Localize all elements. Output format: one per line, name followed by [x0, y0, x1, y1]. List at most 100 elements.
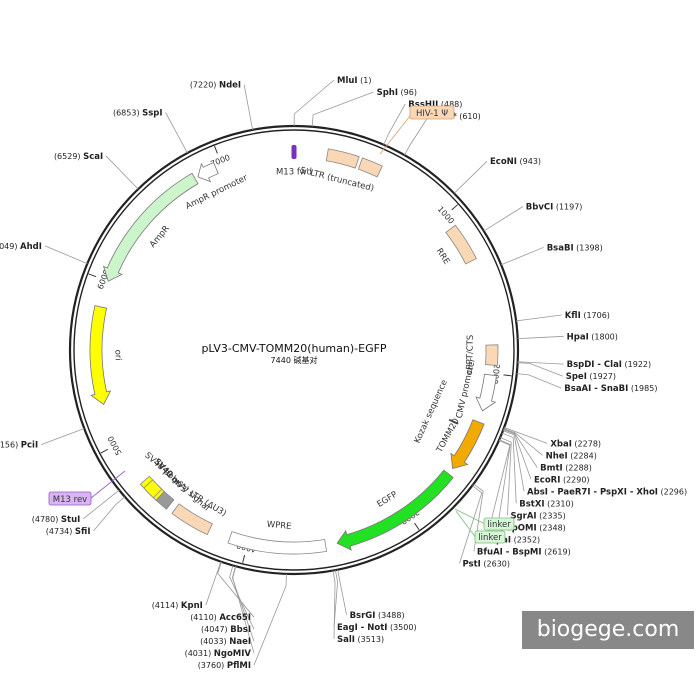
site-name: AbsI - PaeR7I - PspXI - XhoI [527, 487, 658, 497]
site-leader [243, 84, 254, 130]
site-name: BsaBI [547, 243, 574, 253]
tick-mark [451, 204, 459, 211]
site-leader [501, 246, 544, 266]
site-position: (4031) [185, 649, 214, 658]
feature-label-cppt-cts: cPPT/CTS [465, 335, 476, 375]
site-leader [497, 439, 511, 528]
site-leader [332, 570, 336, 639]
site-position: (1985) [628, 384, 657, 393]
site-label: AbsI - PaeR7I - PspXI - XhoI (2296) [527, 487, 687, 497]
site-bsshii: BssHII (488) [383, 100, 462, 145]
site-position: (4734) [46, 527, 75, 536]
tick-mark [242, 555, 246, 564]
backbone-inner [73, 129, 515, 571]
site-name: BsaAI - SnaBI [564, 384, 628, 394]
site-name: NheI [546, 451, 568, 461]
site-position: (1800) [589, 332, 618, 341]
site-label: BsaAI - SnaBI (1985) [564, 384, 657, 394]
site-position: (1922) [622, 360, 651, 369]
site-label: (4110) Acc65I [190, 613, 251, 623]
tick-label: 5000 [106, 434, 124, 456]
site-name: XbaI [550, 439, 572, 449]
site-name: Acc65I [219, 613, 251, 623]
site-sspi: (6853) SspI [113, 109, 188, 154]
feature-ampr-15 [102, 172, 199, 282]
site-position: (2619) [542, 547, 571, 556]
site-position: (7220) [190, 81, 219, 90]
site-name: PspOMI [501, 523, 537, 533]
site-name: BmtI [540, 463, 563, 473]
site-position: (4047) [201, 625, 230, 634]
site-name: PstI [462, 559, 480, 569]
tick-mark [214, 145, 218, 154]
feature-cppt-cts-4 [485, 344, 499, 366]
site-label: XbaI (2278) [550, 439, 601, 449]
site-label: (4031) NgoMIV [185, 649, 252, 659]
tag-m13-rev: M13 rev [48, 470, 126, 506]
site-position: (1197) [553, 203, 582, 212]
site-leader [404, 115, 430, 156]
site-leader [504, 427, 548, 444]
feature-tomm20-7 [450, 419, 485, 470]
site-leader [517, 362, 563, 377]
site-leader [501, 432, 517, 504]
site-label: BspDI - ClaI (1922) [567, 360, 652, 370]
feature-3-ltr-u3-10 [171, 503, 213, 536]
site-position: (488) [438, 100, 462, 109]
tag-hiv-psi-label: HIV-1 Ψ [416, 109, 448, 119]
site-position: (2335) [537, 511, 566, 520]
site-leader [516, 373, 562, 389]
site-leader [231, 566, 255, 642]
tag-linker-2-label: linker [478, 533, 502, 543]
plasmid-length: 7440 碱基对 [271, 355, 318, 365]
site-name: SpeI [566, 372, 587, 382]
site-label: (6529) ScaI [54, 152, 103, 162]
tick-mark [503, 374, 512, 377]
site-label: BsaBI (1398) [547, 243, 603, 253]
site-leader [311, 91, 374, 127]
site-leader [503, 428, 543, 456]
watermark: biogege.com [522, 611, 694, 649]
site-position: (6049) [0, 242, 20, 251]
site-position: (4033) [200, 637, 229, 646]
site-bbsi: (4047) BbsI [201, 565, 255, 635]
site-bbvci: BbvCI (1197) [483, 203, 582, 232]
feature-kozak-sequence-6 [448, 418, 459, 425]
feature-cmv-promoter-5 [475, 373, 497, 412]
site-position: (3513) [355, 635, 384, 644]
feature-5-ltr-truncated-1 [325, 148, 360, 169]
site-position: (2278) [572, 439, 601, 448]
feature-label-rre: RRE [434, 247, 452, 267]
site-sgrai: SgrAI (2335) [500, 437, 566, 521]
site-leader [502, 430, 525, 492]
site-ecori: EcoRI (2290) [503, 429, 590, 485]
site-label: BstXI (2310) [519, 499, 573, 509]
site-name: NdeI [219, 81, 241, 91]
site-sphi: SphI (96) [311, 88, 417, 127]
site-leader [337, 569, 347, 615]
site-label: PspOMI (2348) [501, 523, 566, 533]
site-xbai: XbaI (2278) [504, 427, 601, 449]
feature-label-tomm20: TOMM20 [434, 417, 461, 455]
site-position: (3488) [375, 611, 404, 620]
site-sfii: (4734) SfiI [46, 496, 126, 537]
feature-label-m13-fwd: M13 fwd [276, 168, 312, 178]
site-pspomi: PspOMI (2348) [497, 439, 566, 533]
site-label: BssHII (488) [408, 100, 462, 110]
tag-linker-1: linker [454, 508, 515, 531]
site-leader [83, 489, 120, 520]
site-name: KpnI [181, 601, 203, 611]
tick-mark [100, 448, 109, 454]
site-kfli: KflI (1706) [516, 311, 610, 322]
site-name: SspI [142, 109, 162, 119]
site-label: (7220) NdeI [190, 81, 241, 91]
site-spei: SpeI (1927) [517, 362, 616, 382]
plasmid-name: pLV3-CMV-TOMM20(human)-EGFP [201, 342, 386, 355]
site-leader [516, 314, 562, 322]
site-name: SfiI [75, 527, 91, 537]
site-label: SpeI (1927) [566, 372, 616, 382]
site-bspdi-clai: BspDI - ClaI (1922) [517, 360, 652, 370]
site-label: (3760) PflMI [198, 661, 251, 671]
site-position: (943) [517, 157, 541, 166]
